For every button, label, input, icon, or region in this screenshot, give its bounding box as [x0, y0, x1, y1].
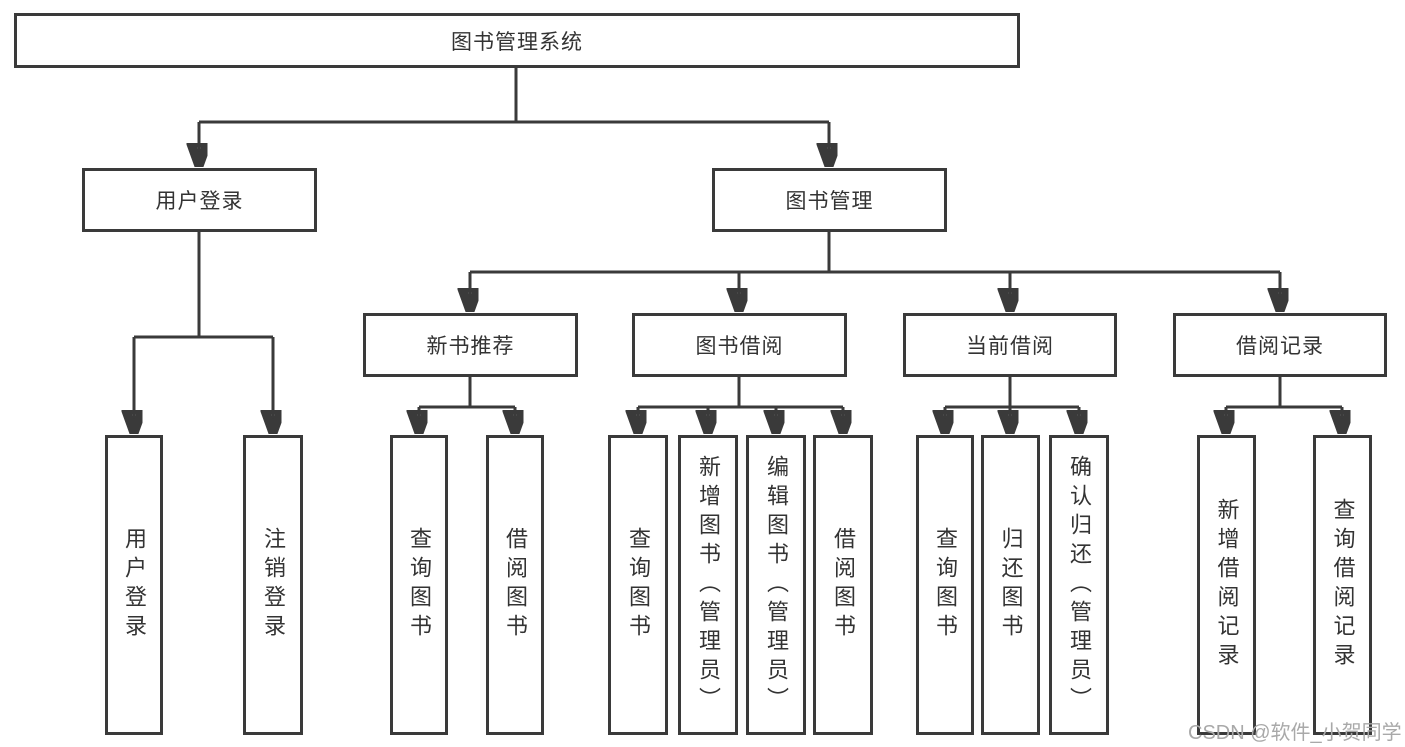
leaf-edit-books-admin: 编辑图书（管理员）: [746, 435, 806, 735]
leaf-confirm-return-admin: 确认归还（管理员）: [1049, 435, 1109, 735]
watermark: CSDN @软件_小贺同学: [1188, 722, 1402, 744]
leaf-query-borrow-record: 查询借阅记录: [1313, 435, 1372, 735]
leaf-add-books-admin: 新增图书（管理员）: [678, 435, 738, 735]
leaf-borrow-books-recommend: 借阅图书: [486, 435, 544, 735]
leaf-user-login: 用户登录: [105, 435, 163, 735]
leaf-add-borrow-record: 新增借阅记录: [1197, 435, 1256, 735]
leaf-query-books-current: 查询图书: [916, 435, 974, 735]
leaf-return-books: 归还图书: [981, 435, 1040, 735]
node-current-borrowing: 当前借阅: [903, 313, 1117, 377]
leaf-borrow-books-borrow: 借阅图书: [813, 435, 873, 735]
node-library-system: 图书管理系统: [14, 13, 1020, 68]
leaf-query-books-recommend: 查询图书: [390, 435, 448, 735]
node-new-book-recommendation: 新书推荐: [363, 313, 578, 377]
leaf-query-books-borrow: 查询图书: [608, 435, 668, 735]
node-borrowing-records: 借阅记录: [1173, 313, 1387, 377]
leaf-logout: 注销登录: [243, 435, 303, 735]
node-book-management: 图书管理: [712, 168, 947, 232]
node-book-borrowing: 图书借阅: [632, 313, 847, 377]
node-user-login: 用户登录: [82, 168, 317, 232]
